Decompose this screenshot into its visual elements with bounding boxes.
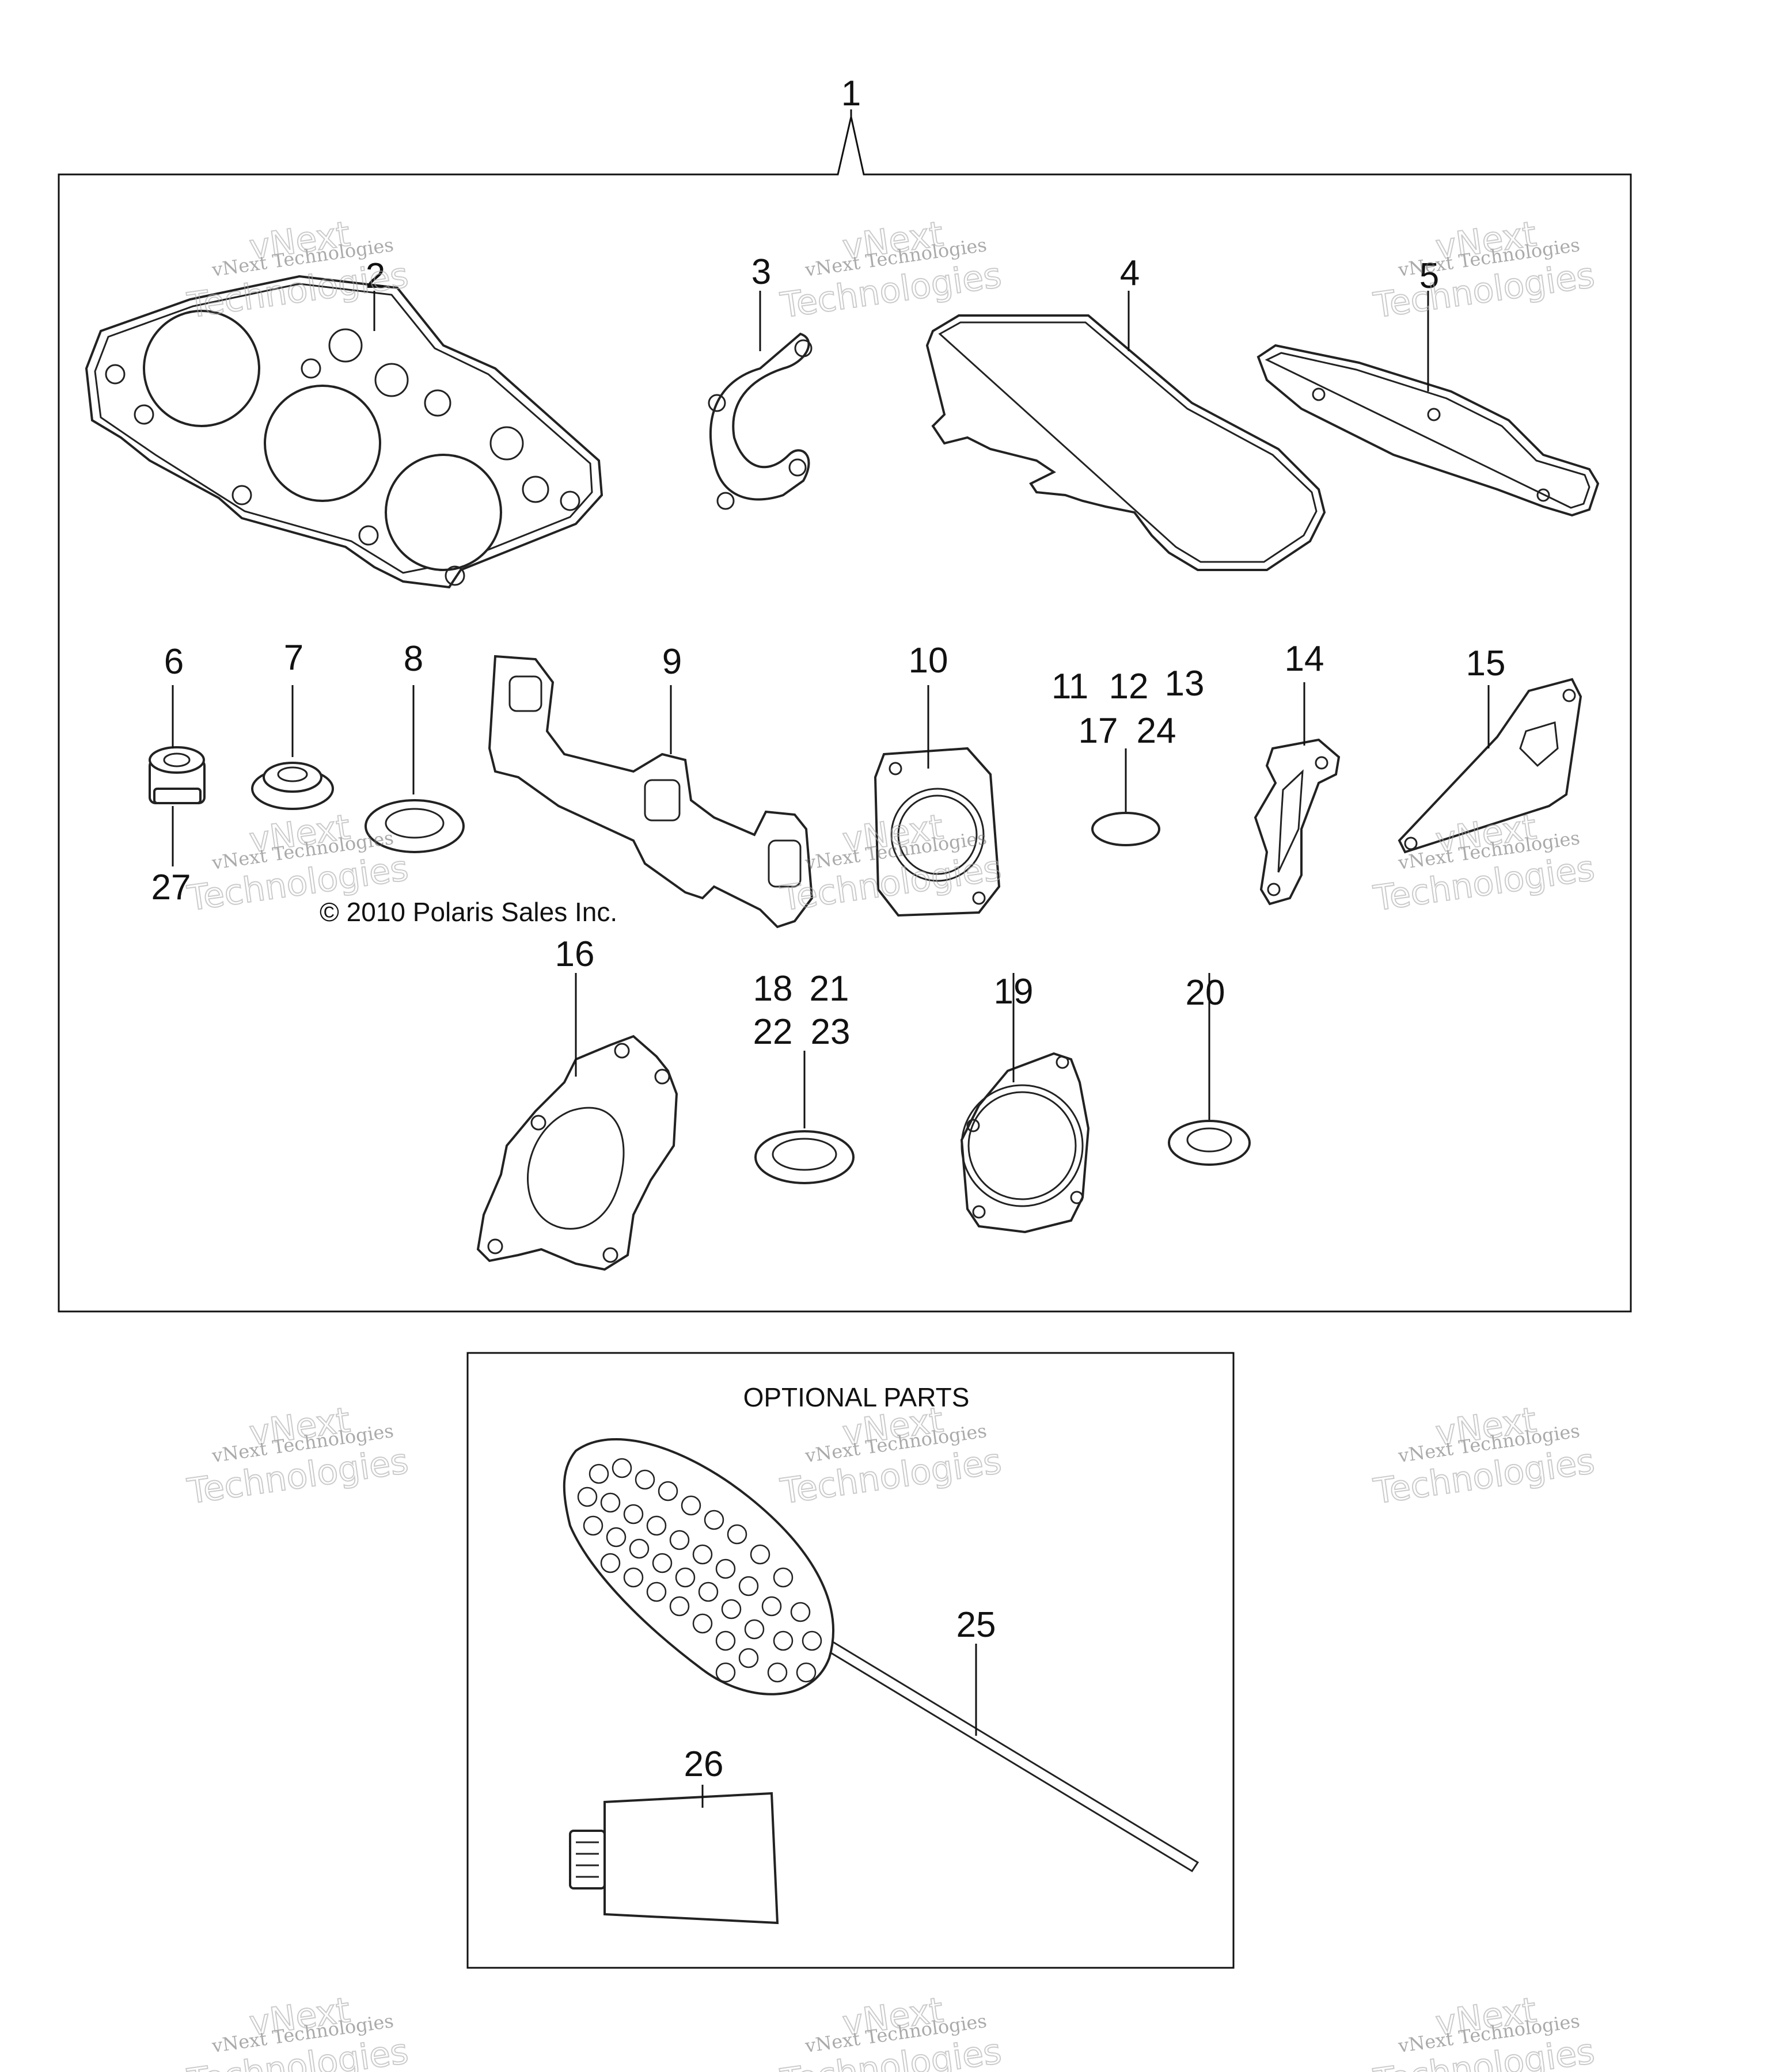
callout-25: 25 (956, 1605, 996, 1645)
cover-gasket-part (709, 332, 810, 501)
callout-23: 23 (811, 1012, 851, 1052)
callout-12: 12 (1109, 667, 1149, 706)
flange-gasket-part (874, 747, 1001, 917)
callout-9: 9 (662, 642, 682, 682)
exhaust-manifold-gasket-part (488, 655, 814, 929)
callout-15: 15 (1466, 644, 1506, 683)
valve-stem-seal-part (149, 746, 206, 804)
callout-7: 7 (284, 638, 303, 678)
callout-22: 22 (753, 1012, 793, 1052)
callout-18: 18 (753, 969, 793, 1009)
bracket-gasket-part (1254, 738, 1341, 906)
callout-6: 6 (164, 642, 184, 682)
sealant-tube-part (569, 1792, 779, 1925)
callout-26: 26 (684, 1744, 724, 1784)
callout-13: 13 (1165, 664, 1205, 704)
wedge-gasket-part (1398, 678, 1582, 854)
round-plate-gasket-part (960, 1052, 1090, 1234)
callout-17: 17 (1079, 711, 1118, 751)
sealing-washer-part (365, 799, 465, 853)
water-pump-gasket-part (476, 1035, 678, 1271)
callout-4: 4 (1120, 253, 1140, 293)
callout-2: 2 (366, 256, 385, 296)
grommet-part (251, 762, 334, 810)
callout-24: 24 (1137, 711, 1176, 751)
callout-20: 20 (1186, 973, 1225, 1013)
callout-21: 21 (810, 969, 849, 1009)
shaft-seal-part (1168, 1120, 1251, 1166)
kit-box (58, 116, 1632, 1313)
callout-19: 19 (994, 972, 1034, 1012)
callout-11: 11 (1051, 667, 1088, 706)
callout-16: 16 (555, 934, 595, 974)
head-gasket-part (85, 275, 603, 589)
callout-8: 8 (404, 639, 423, 679)
sealing-ring-part (754, 1130, 855, 1184)
callout-5: 5 (1419, 256, 1439, 296)
callout-10: 10 (909, 641, 948, 680)
cleaning-brush-part (563, 1438, 1199, 1873)
callout-14: 14 (1285, 639, 1324, 679)
optional-parts-title: OPTIONAL PARTS (743, 1382, 970, 1412)
copyright-text: © 2010 Polaris Sales Inc. (320, 897, 617, 927)
intake-strip-gasket-part (1256, 344, 1600, 517)
callout-3: 3 (751, 252, 771, 292)
small-seal-disk-part (1091, 812, 1160, 846)
optional-parts-box (466, 1352, 1235, 1969)
callout-27: 27 (151, 868, 191, 907)
callout-1: 1 (841, 74, 861, 113)
rocker-cover-gasket-part (925, 314, 1326, 571)
watermark: vNext Technologies Technologies vNext vN… (184, 214, 1597, 2072)
